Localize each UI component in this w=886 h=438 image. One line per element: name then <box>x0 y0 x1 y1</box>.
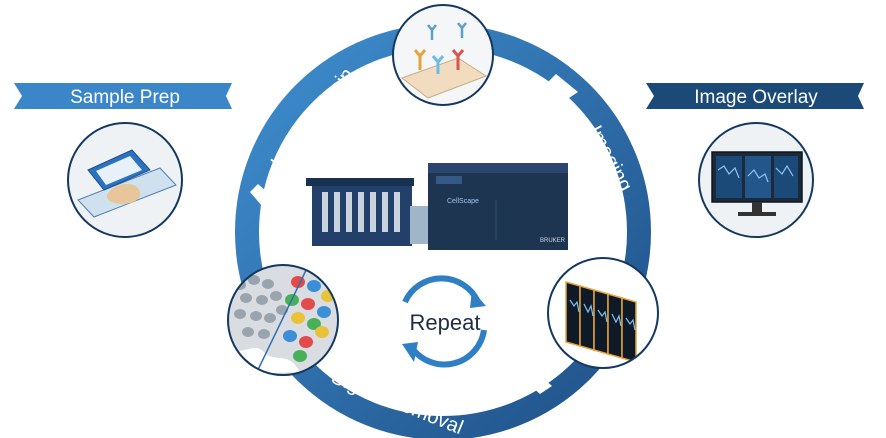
sample-prep-banner: Sample Prep <box>14 83 232 109</box>
image-stack-icon <box>565 281 637 363</box>
repeat-arrow-icon-2 <box>402 342 418 362</box>
instrument-brand-label: CellScape <box>447 198 479 205</box>
image-overlay-banner: Image Overlay <box>646 83 864 109</box>
ring-arrow-left <box>250 184 276 206</box>
instrument-illustration: CellScape BRUKER <box>306 163 568 250</box>
sample-prep-label: Sample Prep <box>70 87 180 108</box>
monitor-icon <box>711 151 803 216</box>
instrument-maker-label: BRUKER <box>540 238 566 244</box>
image-overlay-circle <box>698 122 814 238</box>
repeat-badge: Repeat <box>402 275 487 368</box>
sample-prep-circle <box>67 122 183 238</box>
antibody-slide-icon <box>400 22 488 99</box>
image-overlay-label: Image Overlay <box>694 87 818 108</box>
repeat-label: Repeat <box>410 310 481 335</box>
repeat-arrow-icon <box>470 290 486 308</box>
slide-icon <box>77 149 177 218</box>
signal-removal-circle <box>227 264 339 376</box>
imaging-circle <box>547 257 659 369</box>
ring-arrow-top-right <box>548 74 578 100</box>
ring-arrow-bottom-right <box>524 372 552 394</box>
immuno-stain-circle <box>392 4 494 106</box>
